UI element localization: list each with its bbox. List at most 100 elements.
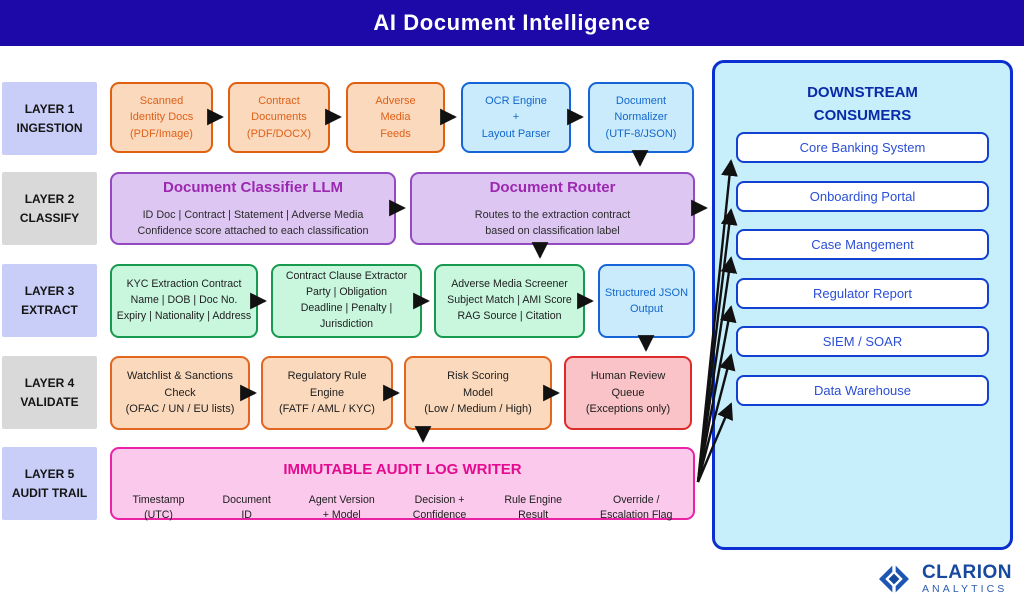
brand-name: CLARION [921,562,1012,584]
box-line: (PDF/DOCX) [246,127,312,140]
layer-label-line: LAYER 4 [24,375,75,390]
audit-column: Override / Escalation Flag [600,493,672,525]
box-line: Regulatory Rule [287,370,367,383]
box-line: OCR Engine [485,94,547,107]
box-line: (UTF-8/JSON) [605,127,677,140]
layer-label-line: LAYER 5 [24,466,75,481]
box-line: Model [463,386,493,399]
box-regulatory-rule-engine: Regulatory Rule Engine (FATF / AML / KYC… [261,356,393,430]
box-line: Document [615,94,667,107]
box-line: Name | DOB | Doc No. [130,294,238,307]
audit-column: Agent Version + Model [309,493,375,525]
box-line: Party | Obligation [305,286,388,299]
box-contract-documents: Contract Documents (PDF/DOCX) [228,82,330,153]
box-adverse-media-feeds: Adverse Media Feeds [346,82,445,153]
box-line: Check [164,386,196,399]
box-line: Routes to the extraction contract [474,208,631,221]
layer-label-line: LAYER 3 [24,283,75,298]
box-line: Layout Parser [481,127,551,140]
box-ocr-engine: OCR Engine + Layout Parser [461,82,571,153]
layer-label-line: VALIDATE [20,394,79,409]
brand-text: CLARION ANALYTICS [922,563,1012,595]
layer-label-line: LAYER 1 [24,101,75,116]
box-line: Expiry | Nationality | Address [116,309,252,322]
box-watchlist-sanctions-check: Watchlist & Sanctions Check (OFAC / UN /… [110,356,250,430]
audit-column-line: Timestamp [132,493,185,506]
layer-label-2: LAYER 2 CLASSIFY [2,172,97,245]
box-title: IMMUTABLE AUDIT LOG WRITER [283,461,522,478]
audit-column: Timestamp (UTC) [133,493,185,525]
box-risk-scoring-model: Risk Scoring Model (Low / Medium / High) [404,356,552,430]
page-title: AI Document Intelligence [373,10,651,35]
box-immutable-audit-log-writer: IMMUTABLE AUDIT LOG WRITER Timestamp (UT… [110,447,695,521]
layer-label-line: EXTRACT [21,302,78,317]
layer-label-line: CLASSIFY [19,210,80,225]
layer-label-line: LAYER 2 [24,191,75,206]
consumer-core-banking-system: Core Banking System [736,132,989,163]
box-structured-json-output: Structured JSON Output [598,264,695,338]
clarion-diamond-icon [878,565,909,593]
box-line: Confidence score attached to each classi… [137,225,369,238]
box-line: (OFAC / UN / EU lists) [125,403,235,416]
box-line: Output [629,303,664,315]
box-document-router: Document Router Routes to the extraction… [410,172,695,245]
box-line: (FATF / AML / KYC) [279,403,375,416]
box-line: (Exceptions only) [585,403,671,416]
box-line: KYC Extraction Contract [126,278,242,291]
box-adverse-media-screener: Adverse Media Screener Subject Match | A… [434,264,585,338]
box-line: Scanned [139,94,184,107]
box-line: Documents [251,111,307,124]
audit-column-line: Document [222,493,271,506]
box-line: Risk Scoring [447,370,509,383]
box-line: Engine [309,386,345,399]
audit-column-line: Escalation Flag [600,509,673,522]
audit-column-line: (UTC) [144,509,173,522]
box-line: Contract Clause Extractor [285,270,408,283]
layer-label-1: LAYER 1 INGESTION [2,82,97,155]
box-line: Structured JSON [604,286,689,299]
box-line: (PDF/Image) [130,127,193,140]
consumer-siem-soar: SIEM / SOAR [736,326,989,357]
audit-column: Decision + Confidence [413,493,467,525]
box-line: + [512,111,520,124]
audit-columns: Timestamp (UTC) Document ID Agent Versio… [133,493,673,525]
box-line: based on classification label [485,225,620,238]
audit-column-line: Decision + [414,493,465,506]
box-title: Document Classifier LLM [162,179,344,197]
layer-label-5: LAYER 5 AUDIT TRAIL [2,447,97,520]
consumer-onboarding-portal: Onboarding Portal [736,181,989,212]
box-line: Identity Docs [129,111,194,124]
audit-column: Document ID [222,493,270,525]
box-line: Adverse Media Screener [451,278,568,291]
box-line: Deadline | Penalty | Jurisdiction [300,302,393,330]
box-kyc-extraction-contract: KYC Extraction Contract Name | DOB | Doc… [110,264,258,338]
audit-column-line: Override / [612,493,660,506]
box-document-classifier-llm: Document Classifier LLM ID Doc | Contrac… [110,172,396,245]
box-line: Queue [611,386,645,399]
audit-column-line: + Model [322,509,361,522]
box-title: Document Router [489,179,616,197]
layer-label-line: INGESTION [16,120,83,135]
consumer-data-warehouse: Data Warehouse [736,375,989,406]
box-line: Media [380,111,411,124]
box-line: (Low / Medium / High) [424,403,532,416]
box-line: Subject Match | AMI Score [447,294,572,307]
header-bar: AI Document Intelligence [0,0,1024,46]
audit-column-line: ID [241,509,252,522]
panel-title-line: CONSUMERS [813,107,912,125]
box-scanned-identity-docs: Scanned Identity Docs (PDF/Image) [110,82,213,153]
box-line: Watchlist & Sanctions [127,370,233,383]
consumer-case-management: Case Mangement [736,229,989,260]
box-line: ID Doc | Contract | Statement | Adverse … [142,208,364,221]
audit-column: Rule Engine Result [504,493,562,525]
audit-column-line: Confidence [412,509,467,522]
box-human-review-queue: Human Review Queue (Exceptions only) [564,356,692,430]
layer-label-line: AUDIT TRAIL [11,485,88,500]
panel-title-line: DOWNSTREAM [807,84,918,101]
box-line: Adverse [375,94,416,107]
box-line: Feeds [380,127,411,140]
panel-title: DOWNSTREAM CONSUMERS [715,81,1010,128]
box-line: Contract [258,94,300,107]
audit-column-line: Result [518,509,549,522]
